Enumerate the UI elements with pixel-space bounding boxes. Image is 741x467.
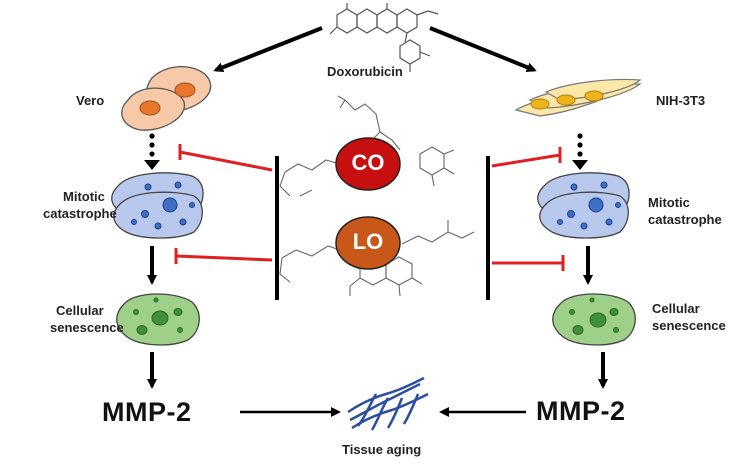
tissue-aging-fibers — [347, 376, 429, 431]
mitotic-cells-left — [111, 172, 204, 239]
lo-label: LO — [352, 229, 384, 254]
senescent-cell-right — [552, 293, 636, 346]
doxorubicin-label: Doxorubicin — [327, 64, 403, 79]
nih-3t3-label: NIH-3T3 — [656, 93, 706, 108]
right-senescence-line2: senescence — [652, 318, 726, 333]
tissue-aging-label: Tissue aging — [342, 442, 422, 457]
left-senescence-line2: senescence — [50, 320, 124, 335]
left-mitotic-line2: catastrophe — [43, 206, 117, 221]
left-mmp2-label: MMP-2 — [102, 397, 192, 427]
arrow-dox-to-vero — [213, 26, 323, 73]
left-senescence-label: Cellular senescence — [50, 302, 124, 336]
right-mitotic-label: Mitotic catastrophe — [648, 194, 722, 228]
oil-compound-structures — [279, 95, 475, 297]
co-compound — [335, 137, 401, 191]
arrow-dox-to-nih — [429, 26, 537, 73]
vero-cells — [121, 66, 212, 131]
dotted-arrow-right — [572, 133, 588, 170]
right-mitotic-line2: catastrophe — [648, 212, 722, 227]
left-mitotic-line1: Mitotic — [63, 189, 105, 204]
inhibition-lines — [174, 144, 565, 271]
doxorubicin-structure — [329, 3, 439, 72]
mitotic-cells-right — [537, 172, 630, 239]
right-senescence-label: Cellular senescence — [652, 300, 726, 334]
right-mitotic-line1: Mitotic — [648, 195, 690, 210]
nih-3t3-cells — [514, 78, 642, 117]
right-mmp2-label: MMP-2 — [536, 396, 626, 426]
dotted-arrow-left — [144, 133, 160, 170]
lo-compound — [335, 216, 401, 270]
vero-label: Vero — [76, 93, 105, 108]
right-senescence-line1: Cellular — [652, 301, 700, 316]
left-mitotic-label: Mitotic catastrophe — [43, 188, 117, 222]
left-senescence-line1: Cellular — [56, 303, 104, 318]
co-label: CO — [351, 150, 385, 175]
senescent-cell-left — [116, 293, 200, 346]
